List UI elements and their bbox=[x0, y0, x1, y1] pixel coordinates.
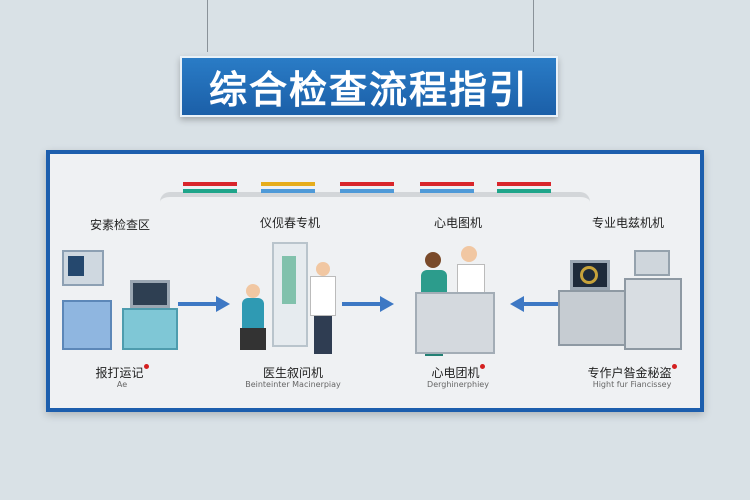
color-bar bbox=[261, 182, 315, 194]
station-4-sub-label: Hight fur Fiancissey bbox=[592, 380, 672, 389]
flow-curve bbox=[160, 192, 590, 202]
color-bar bbox=[420, 182, 474, 194]
station-4-top-label: 专业电兹机机 bbox=[591, 216, 664, 230]
flow-arrow-right bbox=[342, 296, 394, 312]
station-4-bottom-label: 专作户昝金秘盗 bbox=[557, 364, 707, 381]
hanging-string bbox=[533, 0, 534, 52]
station-2-top-label: 仪伣春专机 bbox=[259, 216, 320, 230]
page-title: 综合检查流程指引 bbox=[180, 56, 558, 117]
station-1-bottom-label: 报打运记 bbox=[47, 364, 197, 381]
color-bar bbox=[497, 182, 551, 194]
station-1-sub-label: Ae bbox=[116, 380, 128, 389]
station-2-sub-label: Beinteinter Macinerpiay bbox=[245, 380, 341, 389]
color-bar bbox=[183, 182, 237, 194]
station-1-top-label: 安素检查区 bbox=[89, 218, 150, 232]
process-board: 安素检查区 仪伣春专机 心电图机 专业电兹机机 报打运记 bbox=[46, 150, 704, 412]
station-3-sub-label: Derghinerphiey bbox=[427, 380, 489, 389]
station-2-bottom-label: 医生叙问机 bbox=[262, 366, 323, 380]
station-3-bottom-label: 心电团机 bbox=[383, 364, 533, 381]
station-3-top-label: 心电图机 bbox=[433, 216, 482, 230]
flow-arrow-left bbox=[510, 296, 558, 312]
color-bar bbox=[340, 182, 394, 194]
hanging-string bbox=[207, 0, 208, 52]
flow-arrow-right bbox=[178, 296, 230, 312]
